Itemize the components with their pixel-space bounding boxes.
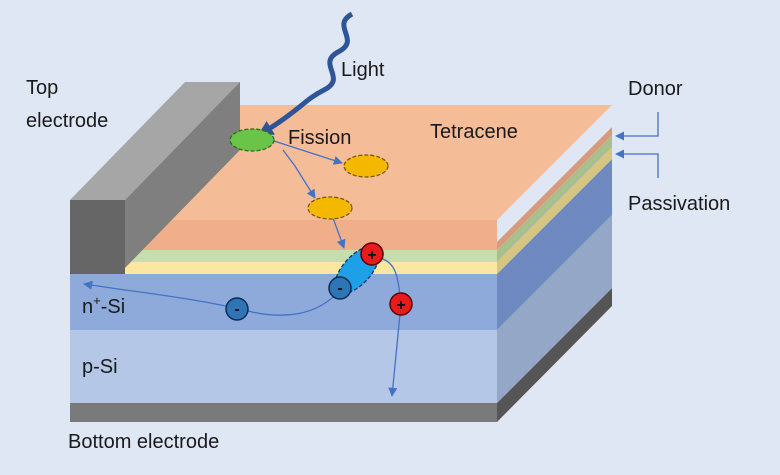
passivation-label: Passivation (628, 193, 730, 215)
p-si-side (497, 215, 612, 403)
top-electrode-top (70, 82, 240, 200)
n-si-side (497, 159, 612, 330)
tetracene-label: Tetracene (430, 121, 518, 143)
donor-side (497, 135, 612, 262)
donor-label: Donor (628, 78, 683, 100)
hole-in-si-sign: + (396, 297, 405, 314)
top-electrode-side (125, 82, 240, 268)
triplet-transfer-arrow (332, 217, 346, 249)
electron-in-n-si (225, 297, 249, 321)
passivation-side (497, 147, 612, 274)
top-electrode-label-line1: Top (26, 77, 58, 99)
bottom-electrode-side (497, 288, 612, 422)
hole-at-interface-sign: + (367, 247, 376, 264)
triplet-exciton-1 (343, 154, 389, 178)
electron-at-interface (328, 276, 352, 300)
n-si-label-sup: + (93, 293, 101, 308)
donor-pointer (615, 112, 659, 141)
hole-path-upper (379, 257, 401, 297)
top-electrode-front (70, 200, 125, 274)
electron-at-interface-sign: - (337, 280, 342, 297)
n-si-label-base: n (82, 296, 93, 318)
hole-path-arrow (388, 313, 401, 397)
fission-label: Fission (288, 127, 351, 149)
top-electrode-label-line2: electrode (26, 110, 108, 132)
triplet-exciton-2 (307, 196, 353, 220)
tetracene-side (497, 127, 612, 250)
passivation-pointer (615, 149, 659, 178)
light-label: Light (341, 59, 385, 81)
fission-arrow-1 (273, 140, 343, 165)
passivation-layer (70, 262, 497, 274)
n-si-label-suffix: -Si (101, 296, 125, 318)
electron-path-arrow (83, 280, 341, 316)
n-si-label: n+-Si (82, 293, 125, 318)
fission-arrow-2 (282, 149, 316, 199)
hole-at-interface (360, 242, 384, 266)
n-si-layer (70, 274, 497, 330)
bottom-electrode-label: Bottom electrode (68, 431, 219, 453)
light-arrow (257, 11, 354, 137)
bottom-electrode-front (70, 403, 497, 422)
electron-in-n-si-sign: - (234, 301, 239, 318)
p-si-layer (70, 330, 497, 403)
p-si-label: p-Si (82, 356, 118, 378)
donor-layer (70, 250, 497, 262)
hole-in-si (389, 292, 413, 316)
singlet-exciton (229, 128, 275, 152)
